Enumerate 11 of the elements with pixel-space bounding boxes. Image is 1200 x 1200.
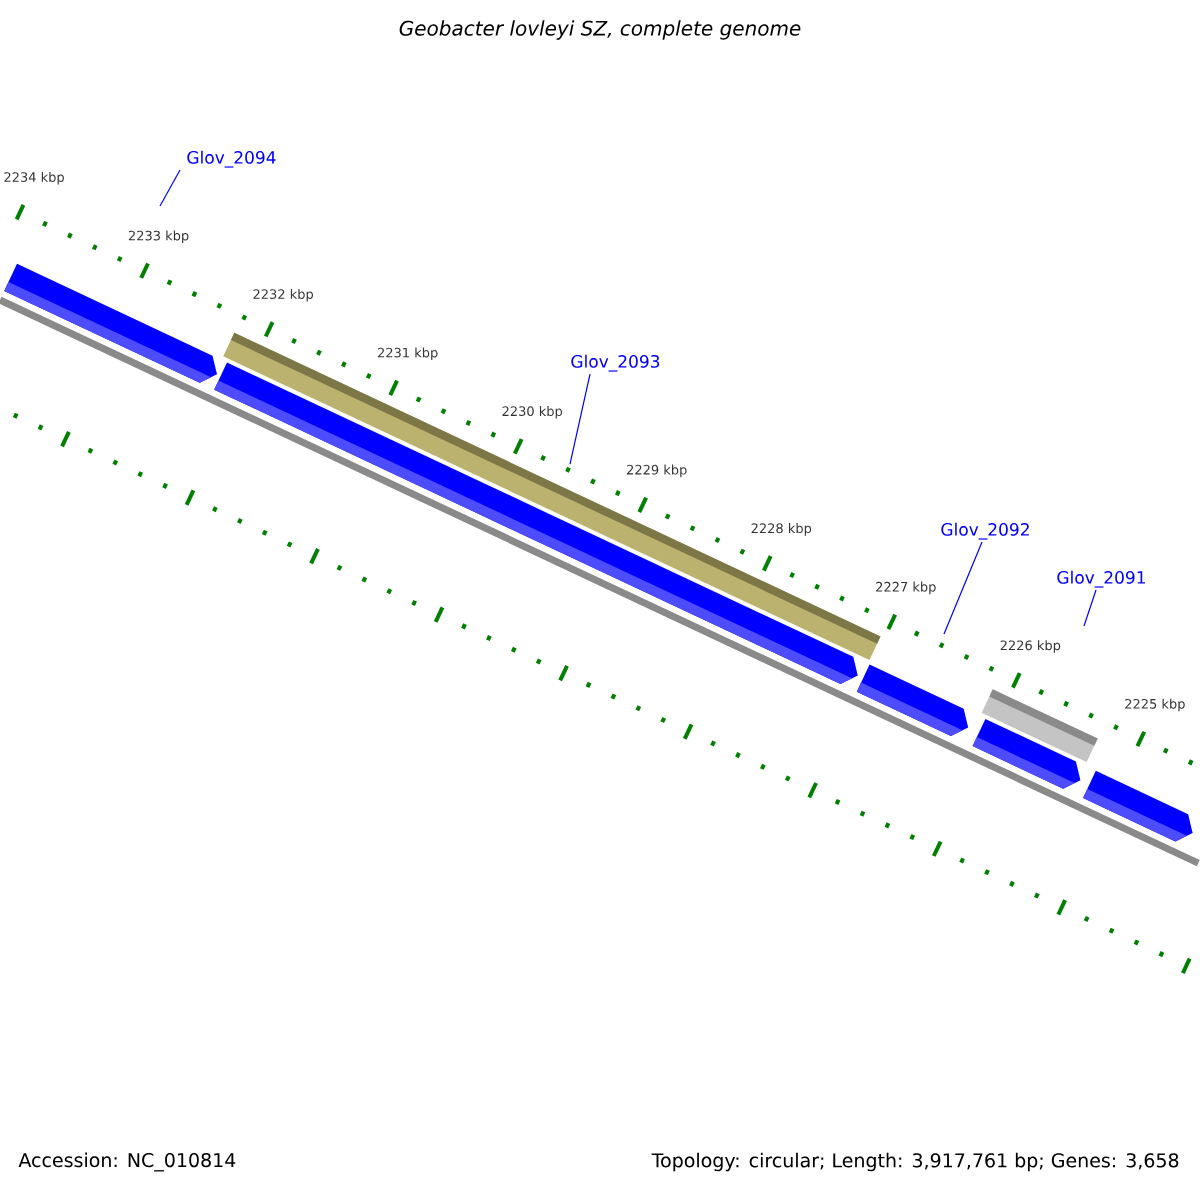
title: Geobacter lovleyi SZ, complete genome bbox=[399, 20, 801, 40]
gene-label: Glov_2092 bbox=[941, 522, 1029, 540]
accession-text: Accession: NC_010814 bbox=[18, 1152, 236, 1172]
leader-line bbox=[943, 541, 983, 635]
genome-stats-text: Topology: circular; Length: 3,917,761 bp; Genes: 3,658 bbox=[651, 1152, 1179, 1172]
leader-line bbox=[569, 373, 591, 465]
leader-line bbox=[1083, 589, 1097, 627]
gene-label: Glov_2094 bbox=[187, 150, 276, 168]
gene-label: Glov_2091 bbox=[1057, 570, 1145, 588]
leader-line bbox=[159, 169, 181, 207]
gene-label: Glov_2093 bbox=[571, 354, 660, 372]
